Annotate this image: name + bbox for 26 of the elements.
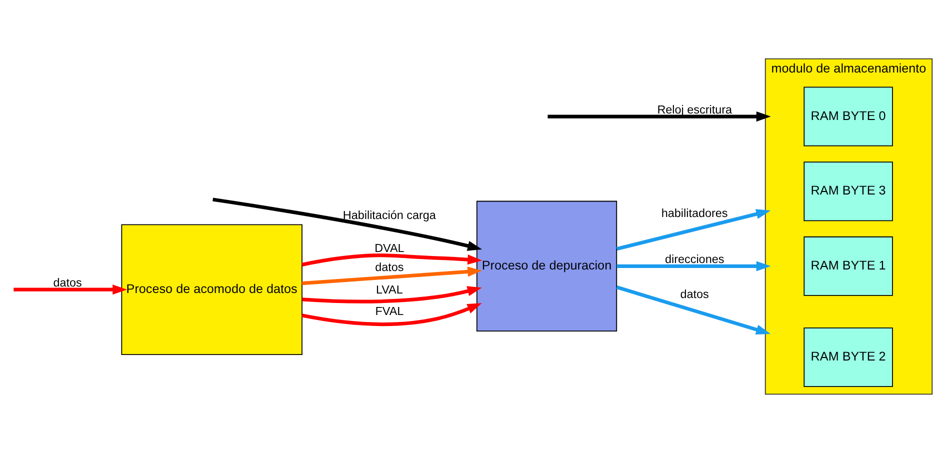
edge-label: DVAL [374, 242, 404, 255]
edge-label: direcciones [664, 252, 724, 266]
node-box: RAM BYTE 3 [804, 161, 893, 221]
node-box: Proceso de depuracion [476, 200, 618, 332]
arrow [302, 266, 482, 285]
arrow [616, 260, 771, 271]
arrow [548, 110, 771, 122]
arrow [616, 284, 771, 334]
node-box: RAM BYTE 0 [804, 86, 893, 146]
arrow [302, 302, 482, 326]
edge-label: LVAL [376, 283, 403, 296]
arrow [302, 286, 482, 303]
edge-label: datos [680, 288, 709, 301]
arrow [616, 208, 771, 250]
edge-label: habilitadores [661, 206, 728, 220]
edge-label: Habilitación carga [342, 208, 436, 222]
arrow [302, 253, 482, 266]
node-box: RAM BYTE 1 [804, 236, 893, 296]
edge-label: datos [375, 260, 404, 274]
edge-label: datos [53, 276, 82, 289]
edge-label: Reloj escritura [657, 102, 732, 116]
node-box: Proceso de acomodo de datos [121, 224, 302, 354]
arrow [212, 197, 482, 250]
arrow [14, 284, 128, 294]
node-box: RAM BYTE 2 [804, 326, 893, 386]
edge-label: FVAL [375, 304, 404, 318]
